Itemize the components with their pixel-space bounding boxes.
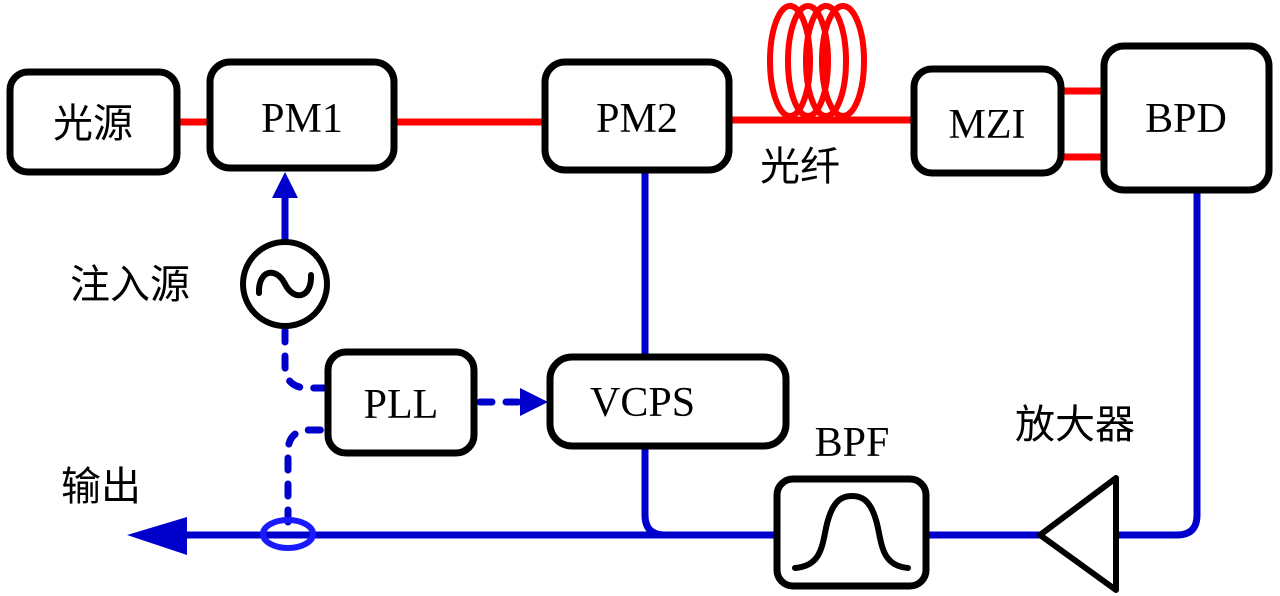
block-label: PM1 <box>261 96 343 142</box>
label-bpf: BPF <box>815 420 890 466</box>
block-label: MZI <box>949 102 1026 148</box>
link-source-pll <box>281 326 330 392</box>
block-pm2[interactable]: PM2 <box>541 58 733 174</box>
link-amplifier-bpd <box>1112 188 1201 539</box>
bandpass-curve-icon <box>792 492 911 571</box>
arrow-right-icon <box>520 388 548 416</box>
label-fiber: 光纤 <box>760 144 840 190</box>
block-label: PM2 <box>596 96 678 142</box>
block-mzi[interactable]: MZI <box>910 65 1065 177</box>
block-bpd[interactable]: BPD <box>1100 42 1273 194</box>
arrow-up-icon <box>272 172 298 198</box>
block-label: 光源 <box>53 101 133 147</box>
coupler-ellipse-icon <box>260 517 316 551</box>
block-vcps[interactable]: VCPS <box>546 353 790 450</box>
block-label: VCPS <box>590 380 695 426</box>
output-arrow-icon <box>127 517 187 555</box>
link-vcps-bus <box>641 444 779 539</box>
block-label: PLL <box>364 382 439 428</box>
block-label: BPD <box>1145 96 1227 142</box>
label-output: 输出 <box>61 464 141 510</box>
label-injection-source: 注入源 <box>70 262 190 308</box>
sine-source-icon[interactable] <box>240 239 330 329</box>
link-coupler-pll <box>284 426 330 526</box>
block-pm1[interactable]: PM1 <box>206 58 398 172</box>
block-bpf[interactable] <box>773 475 930 590</box>
block-light-source[interactable]: 光源 <box>6 68 181 176</box>
optical-links <box>178 87 1102 161</box>
triangle-amplifier-icon[interactable] <box>1037 475 1119 593</box>
electrical-links <box>127 168 1201 555</box>
fiber-coil-icon <box>767 3 867 119</box>
pll-control-links <box>281 326 548 526</box>
label-amplifier: 放大器 <box>1015 402 1135 448</box>
block-pll[interactable]: PLL <box>324 348 478 457</box>
